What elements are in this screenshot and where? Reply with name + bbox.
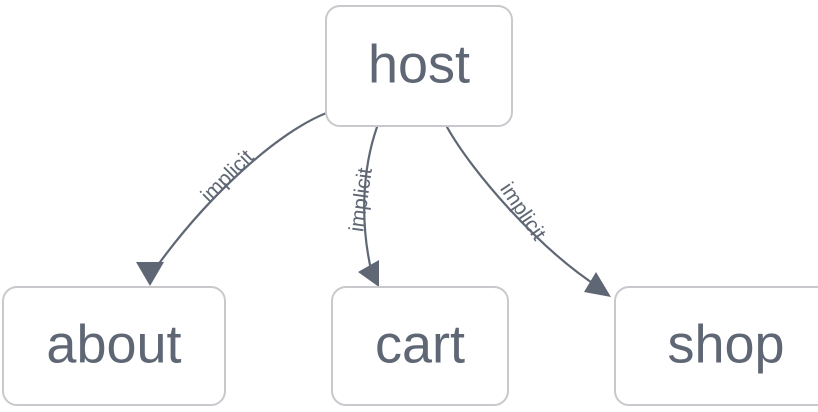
- edge-label-host-shop: implicit: [495, 178, 550, 244]
- node-cart-box: [331, 286, 509, 406]
- node-shop[interactable]: shop: [614, 286, 818, 406]
- edge-label-host-about: implicit: [197, 145, 259, 207]
- node-shop-label: shop: [667, 314, 784, 374]
- edge-host-cart-path: [363, 125, 379, 276]
- edge-label-host-cart: implicit: [345, 166, 377, 233]
- node-host-box: [325, 5, 513, 127]
- arrowhead-icon: [584, 272, 611, 297]
- arrowhead-icon: [136, 262, 164, 286]
- arrowhead-icon: [358, 260, 379, 287]
- node-about-label: about: [46, 314, 181, 374]
- node-about-box: [2, 286, 226, 406]
- node-cart[interactable]: cart: [331, 286, 509, 406]
- node-host-label: host: [368, 34, 470, 94]
- node-shop-box: [614, 286, 818, 406]
- node-about[interactable]: about: [2, 286, 226, 406]
- node-cart-label: cart: [375, 314, 465, 374]
- edge-host-shop-path: [445, 125, 602, 290]
- edges-layer: implicit implicit implicit: [136, 110, 611, 297]
- nodes-layer: host about cart shop: [2, 5, 818, 406]
- edge-host-shop[interactable]: implicit: [445, 125, 611, 297]
- node-host[interactable]: host: [325, 5, 513, 127]
- edge-host-about[interactable]: implicit: [136, 110, 331, 286]
- edge-host-cart[interactable]: implicit: [345, 125, 379, 287]
- edge-host-about-path: [148, 110, 331, 278]
